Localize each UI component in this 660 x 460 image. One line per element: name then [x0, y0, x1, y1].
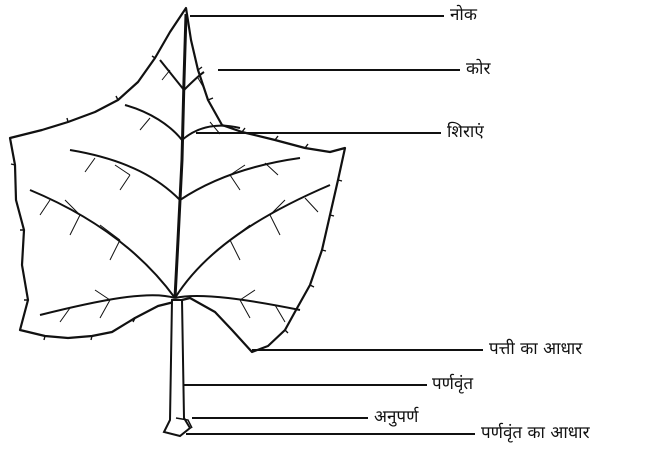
label-margin: कोर [466, 61, 490, 78]
petiole [164, 300, 190, 436]
label-petiole: पर्णवृंत [432, 376, 473, 393]
label-stipule: अनुपर्ण [374, 409, 418, 426]
label-veins: शिराएं [447, 124, 484, 141]
label-petiole-base: पर्णवृंत का आधार [481, 425, 590, 442]
label-apex: नोक [450, 7, 477, 24]
label-leaf-base: पत्ती का आधार [489, 341, 582, 358]
